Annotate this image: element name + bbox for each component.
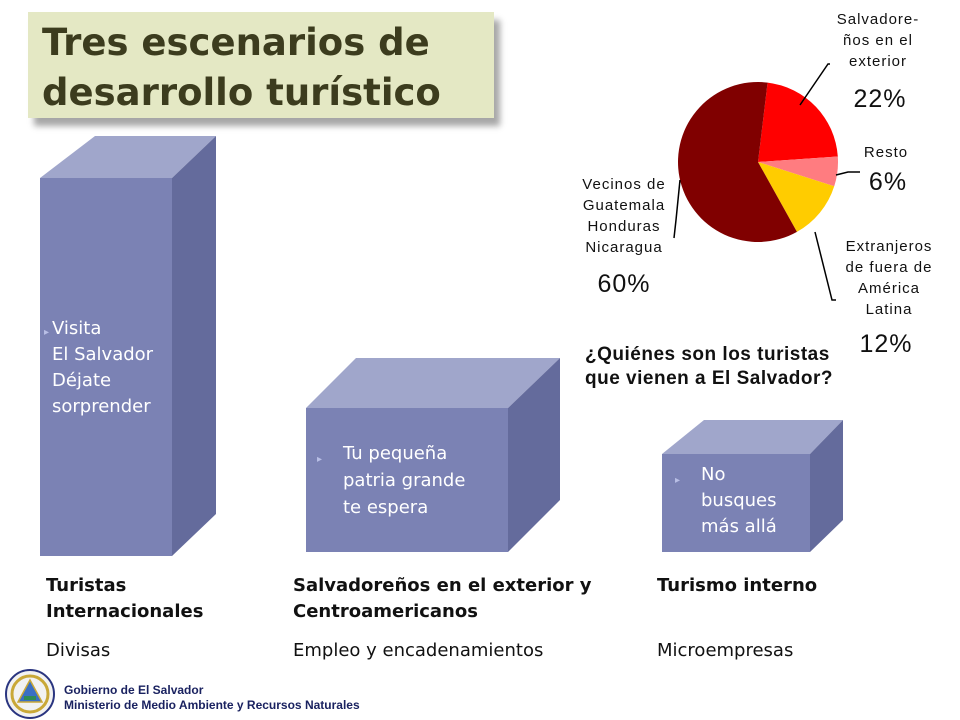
box-2-front [306,408,508,552]
footer-ministry: Ministerio de Medio Ambiente y Recursos … [64,698,360,712]
pie-pct-rest: 6% [868,168,908,196]
bullet-icon: ▸ [317,454,323,465]
scenario-2-subtitle: Empleo y encadenamientos [293,640,544,661]
leader-line-foreign [814,231,836,301]
bullet-line: Déjate [52,370,112,391]
bullet-line: sorprender [52,396,151,417]
page-title: Tres escenarios de desarrollo turístico [42,21,441,114]
scenario-3-heading: Turismo interno [657,575,818,596]
leader-line-neighbors [673,179,681,239]
pie-label-abroad: Salvadore- ños en el exterior [836,11,920,70]
bullet-line: busques [701,490,777,511]
leader-line-rest [835,171,860,176]
pie-slice-neighbors [678,82,797,243]
pie-slice-abroad [758,82,838,162]
chart-question: ¿Quiénes son los turistas que vienen a E… [585,344,833,389]
footer-government: Gobierno de El Salvador [64,683,204,697]
box-international [40,136,216,556]
box-2-text: ▸ Tu pequeña patria grande te espera [317,440,466,521]
pie-pct-neighbors: 60% [597,270,651,298]
bullet-line: No [701,464,726,485]
box-2-top [306,358,560,408]
box-1-side [172,136,216,556]
bullet-line: Visita [52,318,102,339]
bullet-line: más allá [701,516,777,537]
pie-pct-abroad: 22% [853,85,907,113]
box-salvadoran-abroad [306,358,560,552]
box-3-side [810,420,843,552]
scenario-1-heading: Turistas Internacionales [46,575,204,622]
bullet-line: El Salvador [52,344,154,365]
scenario-3-subtitle: Microempresas [657,640,794,661]
box-1-front [40,178,172,556]
box-3-front [662,454,810,552]
bullet-icon: ▸ [44,327,50,338]
bullet-icon: ▸ [675,475,681,486]
scenario-1-subtitle: Divisas [46,640,111,661]
coat-of-arms-icon [5,669,55,719]
bullet-line: Tu pequeña [343,443,448,464]
pie-pct-foreign: 12% [859,330,913,358]
pie-label-rest: Resto [863,144,909,161]
box-3-text: ▸ No busques más allá [675,462,777,540]
box-3-top [662,420,843,454]
scenario-2-heading: Salvadoreños en el exterior y Centroamer… [293,575,592,622]
pie-slice-rest [758,156,838,187]
pie-label-foreign: Extranjeros de fuera de América Latina [845,238,933,318]
box-2-side [508,358,560,552]
box-1-text: ▸ Visita El Salvador Déjate sorprender [44,316,154,420]
leader-line-abroad [799,63,830,106]
title-banner [28,12,494,118]
box-1-top [40,136,216,178]
pie-label-neighbors: Vecinos de Guatemala Honduras Nicaragua [582,176,666,256]
bullet-line: patria grande [343,470,466,491]
box-internal [662,420,843,552]
pie-slice-foreign [758,162,835,232]
bullet-line: te espera [343,497,429,518]
